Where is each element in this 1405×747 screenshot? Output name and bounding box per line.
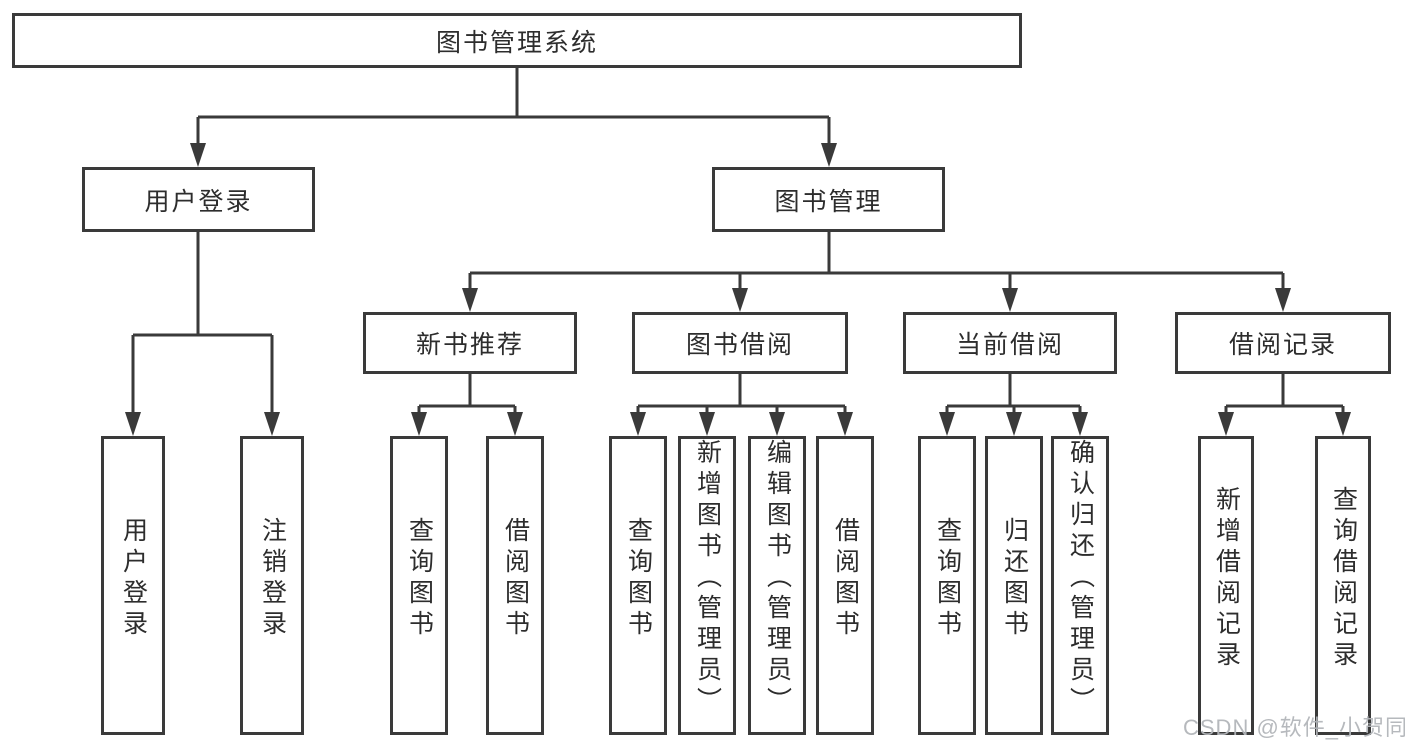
leaf-edit-books-admin-label: 编辑图书（管理员） bbox=[763, 439, 792, 718]
node-book-borrow-label: 图书借阅 bbox=[685, 331, 794, 359]
node-book-management-label: 图书管理 bbox=[774, 187, 883, 216]
leaf-query-borrow-record: 查询借阅记录 bbox=[1315, 436, 1371, 735]
leaf-user-login-label: 用户登录 bbox=[119, 516, 148, 641]
node-user-login: 用户登录 bbox=[82, 167, 315, 232]
node-current-borrow: 当前借阅 bbox=[903, 312, 1117, 374]
node-book-management: 图书管理 bbox=[712, 167, 945, 232]
node-borrow-record: 借阅记录 bbox=[1175, 312, 1391, 374]
leaf-confirm-return-admin: 确认归还（管理员） bbox=[1051, 436, 1109, 735]
leaf-edit-books-admin: 编辑图书（管理员） bbox=[748, 436, 806, 735]
node-new-book-recommend-label: 新书推荐 bbox=[415, 331, 524, 359]
leaf-return-books-label: 归还图书 bbox=[1000, 516, 1029, 641]
node-book-borrow: 图书借阅 bbox=[632, 312, 848, 374]
leaf-borrow-books-label: 借阅图书 bbox=[831, 516, 860, 641]
leaf-borrow-books: 借阅图书 bbox=[816, 436, 874, 735]
leaf-query-books-borrow-label: 查询图书 bbox=[624, 516, 653, 641]
leaf-query-borrow-record-label: 查询借阅记录 bbox=[1329, 485, 1358, 672]
leaf-borrow-books-newbook-label: 借阅图书 bbox=[501, 516, 530, 641]
leaf-user-login: 用户登录 bbox=[101, 436, 165, 735]
leaf-query-books-current-label: 查询图书 bbox=[933, 516, 962, 641]
node-user-login-label: 用户登录 bbox=[144, 187, 253, 216]
leaf-query-books-borrow: 查询图书 bbox=[609, 436, 667, 735]
leaf-add-borrow-record: 新增借阅记录 bbox=[1198, 436, 1254, 735]
node-root-label: 图书管理系统 bbox=[435, 28, 598, 57]
leaf-logout-login: 注销登录 bbox=[240, 436, 304, 735]
leaf-logout-login-label: 注销登录 bbox=[258, 516, 287, 641]
csdn-watermark: CSDN @软件_小贺同学 bbox=[1183, 715, 1405, 740]
node-borrow-record-label: 借阅记录 bbox=[1228, 331, 1337, 359]
leaf-borrow-books-newbook: 借阅图书 bbox=[486, 436, 544, 735]
node-new-book-recommend: 新书推荐 bbox=[363, 312, 577, 374]
leaf-query-books-newbook-label: 查询图书 bbox=[405, 516, 434, 641]
leaf-add-borrow-record-label: 新增借阅记录 bbox=[1212, 485, 1241, 672]
leaf-confirm-return-admin-label: 确认归还（管理员） bbox=[1066, 439, 1095, 718]
leaf-add-books-admin-label: 新增图书（管理员） bbox=[693, 439, 722, 718]
leaf-query-books-current: 查询图书 bbox=[918, 436, 976, 735]
node-root: 图书管理系统 bbox=[12, 13, 1022, 68]
node-current-borrow-label: 当前借阅 bbox=[955, 331, 1064, 359]
leaf-return-books: 归还图书 bbox=[985, 436, 1043, 735]
leaf-add-books-admin: 新增图书（管理员） bbox=[678, 436, 736, 735]
leaf-query-books-newbook: 查询图书 bbox=[390, 436, 448, 735]
